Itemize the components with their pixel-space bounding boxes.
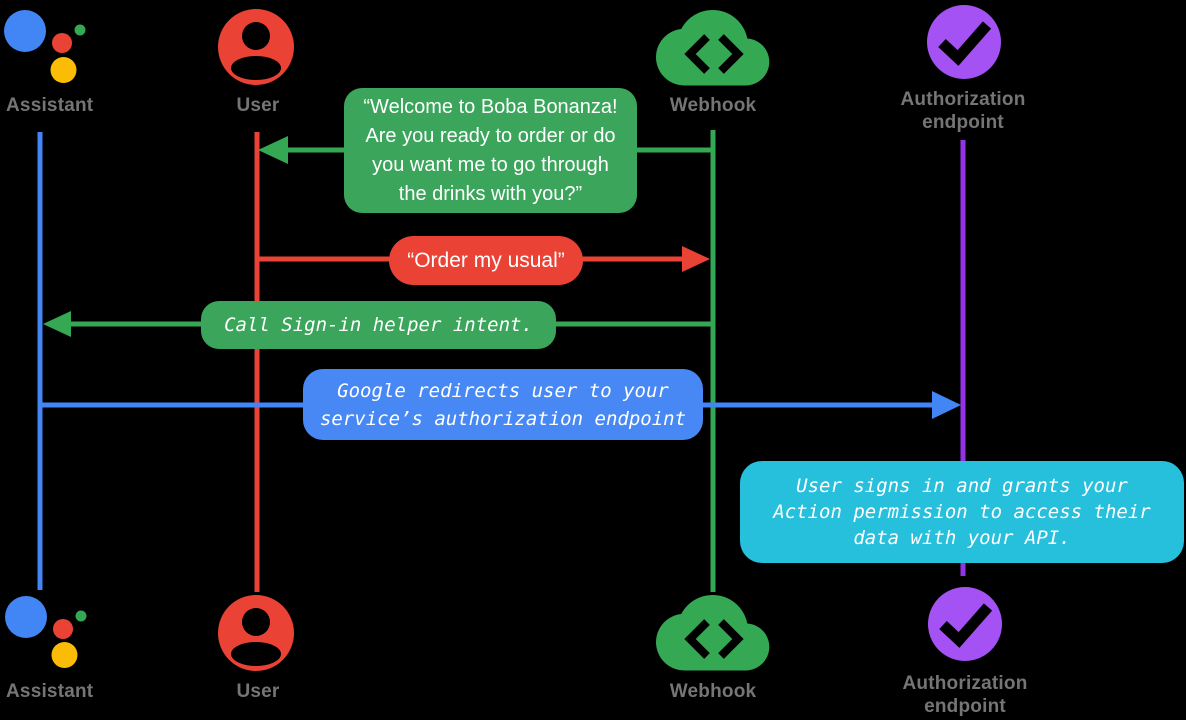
actor-label-webhook: Webhook [669,681,757,702]
webhook-cloud-icon [656,594,770,671]
message-line: Are you ready to order or do [365,124,616,147]
user-person-icon [218,595,294,671]
arrowhead-right-icon [932,391,961,419]
message-bubble-redirect: Google redirects user to your service’s … [303,369,703,440]
arrowhead-left-icon [258,136,288,164]
message-bubble-welcome: “Welcome to Boba Bonanza! Are you ready … [344,88,637,213]
note-line: User signs in and grants your [796,475,1128,497]
message-bubble-order: “Order my usual” [389,236,583,285]
user-person-icon [218,9,294,85]
google-assistant-icon [5,596,87,668]
message-line: service’s authorization endpoint [319,407,687,430]
arrowhead-right-icon [682,246,710,272]
actor-label-user: User [236,681,280,702]
actor-label-user: User [236,95,280,116]
actor-label-auth-endpoint: Authorization endpoint [888,88,1038,134]
message-line: Google redirects user to your [337,379,669,402]
note-line: data with your API. [853,527,1071,549]
arrowhead-left-icon [43,311,71,337]
message-line: the drinks with you?” [398,182,583,205]
message-line: “Welcome to Boba Bonanza! [363,95,618,118]
actor-label-assistant: Assistant [6,681,94,702]
actor-label-line: Authorization [900,89,1026,110]
actor-label-auth-endpoint: Authorization endpoint [890,672,1040,718]
actor-label-line: endpoint [924,696,1006,717]
code-brackets-icon [718,619,744,659]
actor-label-assistant: Assistant [6,95,94,116]
message-line: “Order my usual” [407,249,565,272]
auth-endpoint-check-icon [927,5,1001,79]
code-brackets-icon [718,34,744,74]
auth-endpoint-check-icon [928,587,1002,661]
message-bubble-signin-helper: Call Sign-in helper intent. [201,301,556,349]
actor-label-line: endpoint [922,112,1004,133]
note-bubble-user-signs-in: User signs in and grants your Action per… [740,461,1184,563]
code-brackets-icon [684,34,710,74]
note-line: Action permission to access their [773,501,1151,523]
message-line: you want me to go through [372,153,609,176]
actor-label-webhook: Webhook [669,95,757,116]
actor-label-line: Authorization [902,673,1028,694]
message-line: Call Sign-in helper intent. [224,314,533,336]
google-assistant-icon [4,10,86,83]
webhook-cloud-icon [656,9,770,86]
code-brackets-icon [684,619,710,659]
